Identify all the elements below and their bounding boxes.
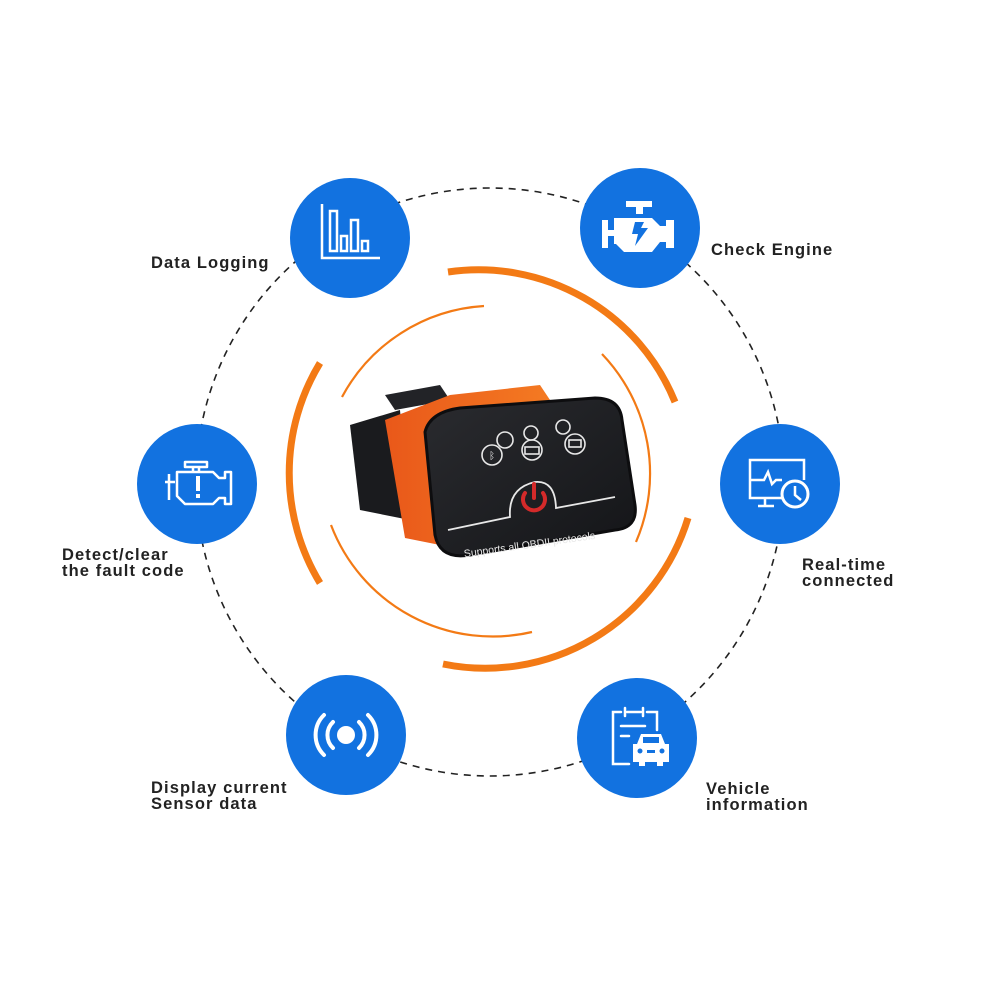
feature-real-time xyxy=(720,424,840,544)
bar-chart-icon xyxy=(320,204,380,260)
obd2-device-illustration: ᛒ Supports all OBDII protocols xyxy=(350,385,637,560)
label-real-time: Real-time connected xyxy=(802,556,895,590)
svg-text:ᛒ: ᛒ xyxy=(489,451,495,462)
obd2-device: ᛒ Supports all OBDII protocols xyxy=(330,370,650,570)
engine-lightning-icon xyxy=(602,201,674,252)
feature-vehicle-info xyxy=(577,678,697,798)
power-icon xyxy=(521,482,547,513)
broadcast-signal-icon xyxy=(313,713,379,757)
label-check-engine: Check Engine xyxy=(711,241,834,259)
feature-detect-clear xyxy=(137,424,257,544)
feature-sensor-data xyxy=(286,675,406,795)
label-vehicle-info: Vehicle information xyxy=(706,780,809,814)
label-sensor-data: Display current Sensor data xyxy=(151,779,288,813)
outer-orange-arcs xyxy=(285,266,692,672)
label-data-logging: Data Logging xyxy=(151,254,270,272)
label-detect-clear: Detect/clear the fault code xyxy=(62,546,185,580)
monitor-clock-icon xyxy=(748,458,810,509)
inner-orange-arcs xyxy=(329,304,652,638)
feature-data-logging xyxy=(290,178,410,298)
engine-warning-icon xyxy=(165,460,233,506)
feature-check-engine xyxy=(580,168,700,288)
clipboard-car-icon xyxy=(611,706,669,766)
